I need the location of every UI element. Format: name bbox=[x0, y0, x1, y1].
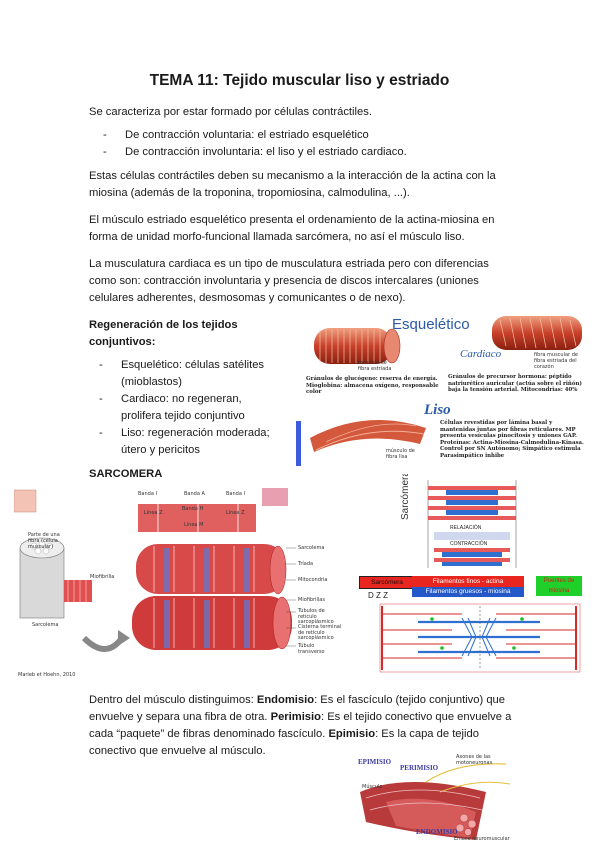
fiber-bundle-icon bbox=[19, 537, 92, 619]
label-right: Túbulo transverso bbox=[298, 643, 325, 655]
label-relajacion: RELAJACIÓN bbox=[450, 525, 482, 531]
legend-gruesos: Filamentos gruesos - miosina bbox=[412, 587, 524, 597]
label-dzz: D Z Z bbox=[368, 591, 388, 600]
legend-puentes: Puentes de miosina bbox=[536, 576, 582, 596]
final-text: : Es la capa de tejido conectivo que env… bbox=[89, 728, 479, 757]
label-musculo: Músculo bbox=[362, 784, 383, 790]
label-banda-h: Banda H bbox=[182, 506, 204, 512]
final-text: : Es el fascículo (tejido conjuntivo) qu… bbox=[89, 694, 505, 723]
final-text: : Es el tejido conectivo que envuelve a … bbox=[89, 711, 512, 740]
label-esqueletico: Esquelético bbox=[392, 316, 470, 333]
page-title: TEMA 11: Tejido muscular liso y estriado bbox=[149, 72, 450, 89]
sarcomera-heading: SARCOMERA bbox=[89, 468, 163, 480]
skeletal-muscle-icon bbox=[314, 328, 401, 364]
legend-sarcomera: Sarcómera bbox=[359, 576, 415, 589]
final-text: Dentro del músculo distinguimos: bbox=[89, 694, 257, 706]
caption-liso: Células revestidas por lámina basal y ma… bbox=[440, 420, 584, 459]
label-right: Miofibrillas bbox=[298, 597, 325, 603]
list-item: De contracción voluntaria: el estriado e… bbox=[89, 127, 529, 144]
cardiac-muscle-icon bbox=[492, 316, 582, 350]
filament-diagram bbox=[372, 600, 584, 676]
label-perimisio: PERIMISIO bbox=[400, 764, 439, 772]
list-item: De contracción involuntaria: el liso y e… bbox=[89, 144, 529, 161]
sarcomere-illustration bbox=[14, 488, 296, 652]
label-right: Sarcolema bbox=[298, 545, 325, 551]
term-epimisio: Epimisio bbox=[328, 728, 376, 740]
list-item: Liso: regeneración moderada; útero y per… bbox=[85, 425, 285, 459]
term-endomisio: Endomisio bbox=[256, 694, 315, 706]
label-banda-i: Banda I bbox=[138, 491, 157, 497]
sub-liso: músculo de fibra lisa bbox=[386, 448, 415, 460]
caption-cardiaco: Gránulos de precursor hormona: péptido n… bbox=[448, 374, 582, 394]
label-endomisio: ENDOMISIO bbox=[416, 828, 458, 836]
label-epimisio: EPIMISIO bbox=[358, 758, 392, 766]
paragraph-sarcomera: El músculo estriado esquelético presenta… bbox=[89, 214, 495, 243]
list-item: Cardiaco: no regeneran, prolifera tejido… bbox=[85, 391, 285, 425]
label-right: Tríada bbox=[298, 561, 314, 567]
final-paragraph: Dentro del músculo distinguimos: Endomis… bbox=[89, 692, 514, 760]
intro-text: Se caracteriza por estar formado por cél… bbox=[89, 106, 372, 118]
muscle-sheath-illustration bbox=[360, 763, 511, 840]
sarcomere-structure-figure: Parte de una fibra (célula muscular) Mio… bbox=[14, 488, 344, 684]
muscle-sheath-figure: EPIMISIO PERIMISIO ENDOMISIO Axones de l… bbox=[356, 752, 516, 844]
label-sarcomera-vertical: Sarcómera bbox=[400, 474, 411, 520]
label-sarcolema: Sarcolema bbox=[32, 622, 59, 628]
sarcomere-contraction-figure: Sarcómera RELAJACIÓN CONTRACCIÓN bbox=[398, 474, 534, 572]
label-banda-i: Banda I bbox=[226, 491, 245, 497]
label-banda-a: Banda A bbox=[184, 491, 205, 497]
label-cardiaco: Cardiaco bbox=[460, 348, 502, 360]
smooth-muscle-icon bbox=[310, 420, 426, 452]
muscle-illustrations bbox=[310, 316, 582, 452]
label-fibra: Parte de una fibra (célula muscular) bbox=[28, 532, 60, 550]
sub-cardiaco: fibra muscular de fibra estriada del cor… bbox=[534, 352, 578, 370]
term-perimisio: Perimisio bbox=[270, 711, 321, 723]
label-linea-z: Línea Z bbox=[226, 510, 245, 516]
label-linea-m: Línea M bbox=[184, 522, 204, 528]
contraction-diagram bbox=[427, 480, 517, 568]
label-right: Túbulos de retículo sarcoplásmico bbox=[298, 608, 334, 626]
label-right: Cisterna terminal de retículo sarcoplásm… bbox=[298, 624, 342, 642]
regen-heading: Regeneración de los tejidos conjuntivos: bbox=[89, 319, 238, 348]
caption-esqueletico: Gránulos de glucógeno: reserva de energí… bbox=[306, 376, 439, 396]
paragraph-actina: Estas células contráctiles deben su meca… bbox=[89, 170, 496, 199]
myofibril-icon bbox=[132, 488, 292, 650]
label-linea-z: Línea Z bbox=[144, 510, 163, 516]
types-list: De contracción voluntaria: el estriado e… bbox=[89, 127, 529, 161]
label-right: Mitocondria bbox=[298, 577, 328, 583]
label-liso: Liso bbox=[424, 402, 451, 418]
figure-credit: Marieb et Hoehn, 2010 bbox=[18, 672, 76, 678]
list-item: Esquelético: células satélites (mioblast… bbox=[85, 357, 285, 391]
accent-bar bbox=[296, 421, 301, 466]
label-enlace: Enlace neuromuscular bbox=[454, 836, 510, 842]
muscle-types-figure: Esquelético músculo de fibra estriada Gr… bbox=[306, 310, 586, 470]
label-axones: Axones de las motoneuronas bbox=[456, 754, 493, 766]
filament-illustration bbox=[379, 603, 581, 673]
paragraph-cardiaca: La musculatura cardiaca es un tipo de mu… bbox=[89, 258, 489, 304]
label-miofibrilla: Miofibrilla bbox=[90, 574, 115, 580]
regen-list: Esquelético: células satélites (mioblast… bbox=[85, 357, 285, 459]
label-contraccion: CONTRACCIÓN bbox=[450, 541, 488, 547]
legend-finos: Filamentos finos - actina bbox=[412, 576, 524, 587]
sub-esqueletico: músculo de fibra estriada bbox=[358, 360, 392, 372]
